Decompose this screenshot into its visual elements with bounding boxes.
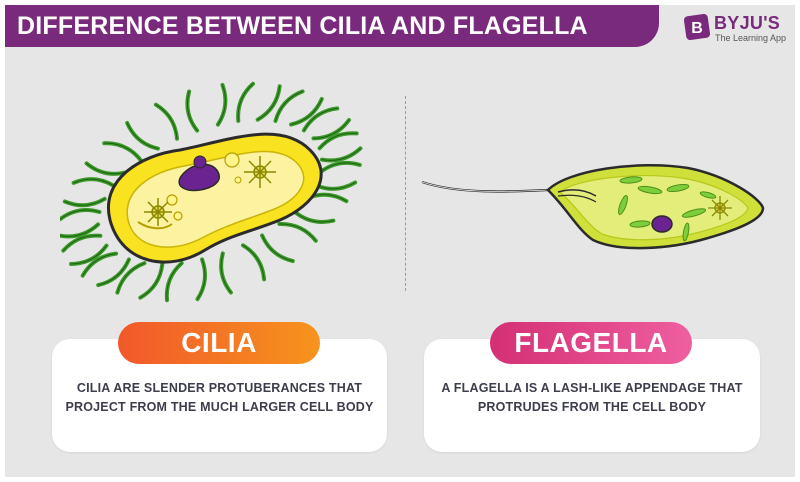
cilia-description-card: CILIA ARE SLENDER PROTUBERANCES THAT PRO… — [52, 339, 387, 452]
cilium-hair-edge — [70, 245, 107, 265]
cilia-contractile-vacuole — [244, 156, 276, 188]
cilium-hair-edge — [62, 235, 101, 252]
section-divider — [405, 96, 406, 291]
flagella-description-card: A FLAGELLA IS A LASH-LIKE APPENDAGE THAT… — [424, 339, 760, 452]
cilium-hair — [69, 243, 109, 266]
cilia-hairs — [60, 81, 363, 303]
cilia-oral-groove — [137, 221, 173, 230]
cilium-hair — [260, 233, 295, 263]
cilium-hair-edge — [116, 262, 145, 294]
flagella-contractile-vacuole — [708, 196, 732, 220]
cilium-hair-edge — [186, 91, 198, 132]
cilium-hair-edge — [257, 85, 281, 121]
cilium-hair-edge — [139, 263, 163, 299]
byjus-logo-icon: B — [684, 14, 710, 40]
cilia-description-line: CILIA ARE SLENDER PROTUBERANCES THAT — [76, 381, 363, 395]
cilium-hair-edge — [320, 162, 361, 173]
cilium-hair — [289, 96, 324, 127]
page-title: DIFFERENCE BETWEEN CILIA AND FLAGELLA — [17, 11, 588, 40]
cilium-hair — [115, 261, 147, 295]
cilium-hair — [318, 160, 362, 174]
cilium-hair-edge — [220, 252, 232, 293]
cilium-hair-edge — [319, 132, 358, 149]
cilium-hair — [185, 89, 200, 133]
cilium-hair — [241, 243, 267, 282]
cilium-hair-edge — [60, 223, 99, 237]
chloroplasts — [618, 176, 717, 242]
cilium-hair-edge — [64, 198, 106, 206]
brand-logo: B BYJU'S The Learning App — [684, 13, 794, 48]
cilium-hair — [292, 209, 336, 224]
cilium-hair — [80, 251, 119, 278]
cilium-hair-edge — [242, 244, 265, 280]
cilium-hair-edge — [237, 83, 254, 122]
cilia-description-line: PROJECT FROM THE MUCH LARGER CELL BODY — [65, 400, 374, 414]
cilium-hair — [301, 106, 340, 133]
cilium-hair — [319, 146, 363, 163]
cilium-hair-edge — [103, 142, 142, 161]
cilium-hair — [138, 262, 165, 300]
cilium-hair — [153, 102, 179, 141]
cilia-cell-illustration — [60, 81, 363, 303]
cilium-hair-edge — [290, 98, 323, 125]
cilium-hair-edge — [275, 90, 304, 122]
cilium-hair-edge — [293, 211, 334, 223]
cilium-hair-edge — [73, 178, 114, 187]
cilia-vacuole — [173, 211, 183, 221]
cilium-hair — [60, 208, 102, 222]
flagella-nucleus — [651, 215, 673, 233]
cilium-hair-edge — [82, 253, 117, 277]
cilia-label: CILIA — [118, 322, 320, 364]
cilium-hair-edge — [321, 147, 361, 161]
cilium-hair-edge — [197, 258, 206, 300]
cilium-hair-edge — [126, 122, 159, 150]
brand-name: BYJU'S — [714, 13, 781, 33]
cilium-hair — [125, 121, 160, 151]
cilium-hair — [84, 161, 128, 176]
cilia-contractile-vacuole — [144, 198, 172, 226]
brand-tagline: The Learning App — [715, 33, 787, 43]
cilium-hair-edge — [313, 119, 350, 139]
flagella-label: FLAGELLA — [490, 322, 692, 364]
flagella-description-line: A FLAGELLA IS A LASH-LIKE APPENDAGE THAT — [441, 381, 743, 395]
cilium-hair-edge — [166, 262, 183, 301]
cilium-hair-edge — [303, 107, 338, 131]
cilium-hair-edge — [155, 104, 178, 140]
title-bar: DIFFERENCE BETWEEN CILIA AND FLAGELLA — [5, 5, 659, 47]
flagella-description-line: PROTRUDES FROM THE CELL BODY — [477, 400, 707, 414]
cilia-vacuole — [234, 176, 242, 184]
cilia-vacuole — [166, 194, 178, 206]
cilium-hair-edge — [261, 234, 294, 262]
cilium-hair-edge — [97, 259, 130, 286]
cilium-hair-edge — [217, 84, 226, 126]
cilium-hair-edge — [60, 209, 100, 220]
cilium-hair-edge — [86, 162, 127, 175]
cilia-micronucleus — [193, 155, 207, 169]
cilium-hair — [219, 251, 233, 295]
flagella-cell-illustration — [421, 163, 765, 250]
cilia-vacuole — [224, 152, 240, 168]
logo-letter: B — [691, 20, 703, 37]
cilium-hair-edge — [278, 223, 317, 242]
